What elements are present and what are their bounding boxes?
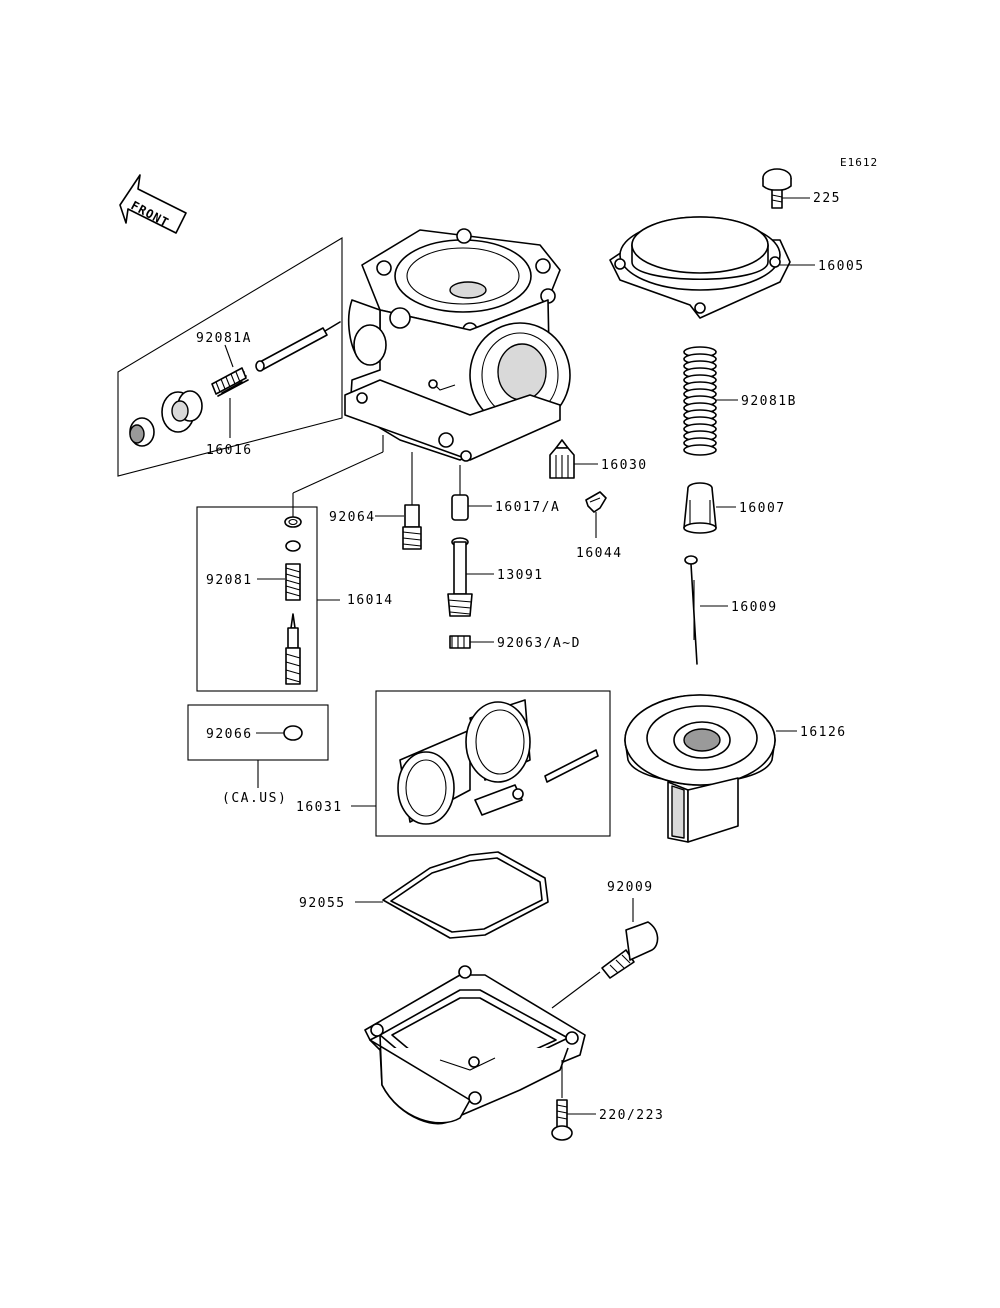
drain-screw-92009: 92009 [601,880,659,979]
label-16044: 16044 [576,546,623,561]
label-16017: 16017/A [495,500,560,515]
label-16031: 16031 [296,800,343,815]
pilot-screw [285,613,301,685]
label-16005: 16005 [818,259,865,274]
float-valve-16030: 16030 [549,439,648,479]
label-92081B: 92081B [741,394,797,409]
label-92066: 92066 [206,727,253,742]
o-ring [284,516,302,528]
plunger-nut [161,390,203,433]
carburetor-body [344,228,571,462]
label-92009: 92009 [607,880,654,895]
label-16014: 16014 [347,593,394,608]
pilot-screw-kit-group: 92081 16014 [196,435,394,692]
jet-needle-16009: 16009 [684,555,778,665]
label-16007: 16007 [739,501,786,516]
jet-92064: 92064 [329,452,422,550]
top-cover-16005: 16005 [609,216,865,319]
label-16030: 16030 [601,458,648,473]
main-jet-92063: 92063/A~D [449,635,581,651]
spring-92081 [285,563,301,601]
label-16009: 16009 [731,600,778,615]
plug-group: 92066 (CA.US) [187,704,329,806]
label-220-223: 220/223 [599,1108,664,1123]
label-92081A: 92081A [196,331,252,346]
label-225: 225 [813,191,841,206]
label-92063: 92063/A~D [497,636,581,651]
screw-225: 225 [762,168,841,209]
diagram-code: E1612 [840,156,878,169]
washer [285,540,301,552]
label-16126: 16126 [800,725,847,740]
plunger-rod [255,321,341,372]
needle-jet-13091: 13091 [447,537,544,617]
float-group-16031: 16031 [296,690,611,837]
bowl-screw: 220/223 [551,1060,664,1141]
label-92081: 92081 [206,573,253,588]
pilot-jet-16017: 16017/A [451,465,560,521]
label-13091: 13091 [497,568,544,583]
spring-92081A [211,367,249,397]
front-arrow-icon: FRONT [119,174,187,234]
clip-16044: 16044 [576,491,623,561]
label-92064: 92064 [329,510,376,525]
label-92055: 92055 [299,896,346,911]
diaphragm-16126: 16126 [624,694,847,843]
label-16016: 16016 [206,443,253,458]
plug-92066 [283,725,303,741]
plunger-kit-group: 92081A 16016 [117,237,343,477]
label-ca-us: (CA.US) [222,791,287,806]
gasket-92055: 92055 [299,851,549,939]
spring-92081B: 92081B [683,346,797,456]
float-bowl [364,965,601,1125]
needle-holder-16007: 16007 [683,482,786,534]
plunger-cap [129,417,155,447]
